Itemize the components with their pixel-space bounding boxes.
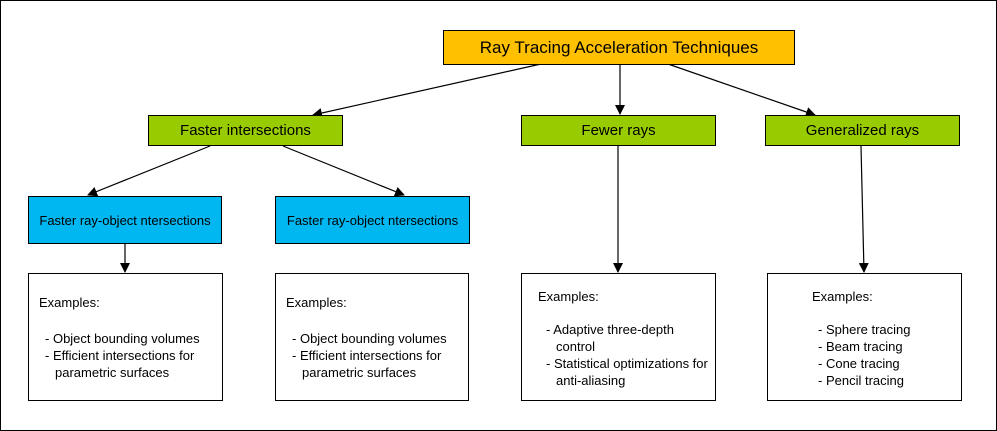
subcategory-2: Faster ray-object ntersections [275, 196, 470, 244]
category-fewer-rays: Fewer rays [521, 115, 716, 146]
examples-list: Object bounding volumes Efficient inters… [292, 330, 466, 381]
examples-box-3: Examples: Adaptive three-depth control S… [521, 273, 716, 401]
examples-heading: Examples: [538, 289, 599, 304]
root-node: Ray Tracing Acceleration Techniques [443, 30, 795, 65]
examples-box-4: Examples: Sphere tracing Beam tracing Co… [767, 273, 962, 401]
list-item: Statistical optimizations for anti-alias… [546, 355, 712, 389]
examples-heading: Examples: [39, 295, 100, 310]
examples-list: Object bounding volumes Efficient inters… [45, 330, 219, 381]
list-item: Cone tracing [818, 355, 958, 372]
examples-list: Adaptive three-depth control Statistical… [546, 321, 712, 389]
arrow-generalized-rays-to-examples [858, 145, 869, 273]
list-item: Efficient intersections for parametric s… [292, 347, 466, 381]
list-item: Pencil tracing [818, 372, 958, 389]
category-faster-intersections: Faster intersections [148, 115, 343, 146]
examples-heading: Examples: [286, 295, 347, 310]
category-label: Fewer rays [581, 122, 656, 139]
list-item: Sphere tracing [818, 321, 958, 338]
list-item: Adaptive three-depth control [546, 321, 712, 355]
subcategory-label: Faster ray-object ntersections [286, 212, 459, 228]
arrow-faster-to-subcategory-2 [282, 145, 405, 197]
list-item: Efficient intersections for parametric s… [45, 347, 219, 381]
list-item: Object bounding volumes [45, 330, 219, 347]
category-label: Faster intersections [180, 122, 311, 139]
list-item: Beam tracing [818, 338, 958, 355]
category-generalized-rays: Generalized rays [765, 115, 960, 146]
examples-box-2: Examples: Object bounding volumes Effici… [275, 273, 469, 401]
examples-box-1: Examples: Object bounding volumes Effici… [28, 273, 223, 401]
list-item: Object bounding volumes [292, 330, 466, 347]
examples-list: Sphere tracing Beam tracing Cone tracing… [818, 321, 958, 389]
root-node-label: Ray Tracing Acceleration Techniques [479, 37, 759, 57]
category-label: Generalized rays [805, 122, 920, 139]
arrow-root-to-faster-intersections [312, 63, 542, 118]
examples-heading: Examples: [812, 289, 873, 304]
arrow-faster-to-subcategory-1 [87, 145, 211, 197]
subcategory-1: Faster ray-object ntersections [28, 196, 222, 244]
subcategory-label: Faster ray-object ntersections [39, 212, 211, 228]
arrow-root-to-generalized-rays [667, 63, 816, 117]
